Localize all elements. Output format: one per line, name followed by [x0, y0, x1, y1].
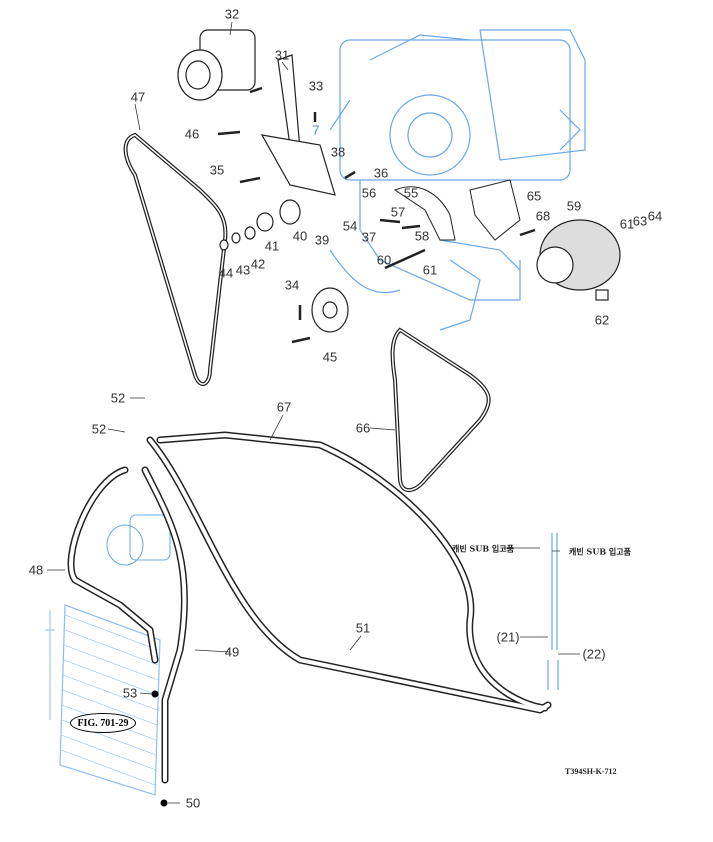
- part-label: 54: [342, 218, 358, 234]
- compressor-illustration: [177, 29, 336, 196]
- part-label: 43: [235, 262, 251, 278]
- part-label: 57: [390, 204, 406, 220]
- part-label: 46: [184, 126, 200, 142]
- part-label: 61: [422, 262, 438, 278]
- engine-illustration: [329, 29, 586, 331]
- part-label: 49: [224, 644, 240, 660]
- condenser-illustration: [45, 604, 161, 796]
- belt-66: [390, 327, 491, 493]
- part-label: 61: [619, 216, 635, 232]
- part-label: 65: [526, 188, 542, 204]
- note-cabin-sub-left: 캐빈 SUB 입고품: [452, 543, 514, 554]
- part-label: 44: [218, 265, 234, 281]
- note-cabin-sub-right: 캐빈 SUB 입고품: [569, 546, 631, 557]
- part-label: 38: [330, 144, 346, 160]
- part-label: 60: [376, 252, 392, 268]
- ref-22: (22): [582, 646, 606, 662]
- part-label: 64: [647, 208, 663, 224]
- part-label: 66: [355, 420, 371, 436]
- part-label: 68: [535, 208, 551, 224]
- belt-47-inner: [124, 134, 227, 385]
- compressor-lower: [106, 514, 171, 566]
- pulleys: [219, 199, 349, 333]
- part-label: 56: [361, 185, 377, 201]
- part-label: 47: [130, 89, 146, 105]
- part-label: 67: [276, 399, 292, 415]
- part-label: 52: [110, 390, 126, 406]
- part-label: 32: [224, 6, 240, 22]
- hoses: [67, 431, 552, 784]
- part-label: 63: [632, 213, 648, 229]
- figure-reference[interactable]: FIG. 701-29: [70, 713, 136, 733]
- cabin-pipes: [547, 533, 559, 690]
- part-label: 36: [373, 165, 389, 181]
- part-label: 58: [414, 228, 430, 244]
- part-label: 62: [594, 312, 610, 328]
- part-label: 40: [292, 228, 308, 244]
- part-label: 31: [274, 47, 290, 63]
- part-label: 55: [403, 185, 419, 201]
- part-label: 33: [308, 78, 324, 94]
- part-label: 48: [28, 562, 44, 578]
- part-label: 34: [284, 277, 300, 293]
- part-label: 59: [566, 198, 582, 214]
- part-label: 50: [185, 795, 201, 811]
- part-label: 37: [361, 229, 377, 245]
- alternator-illustration: [536, 219, 621, 301]
- ref-21: (21): [496, 629, 520, 645]
- part-label: 42: [250, 256, 266, 272]
- part-label: 7: [312, 122, 320, 138]
- part-label: 35: [209, 162, 225, 178]
- part-label: 41: [264, 238, 280, 254]
- part-label: 39: [314, 232, 330, 248]
- drawing-code: T394SH-K-712: [565, 767, 617, 776]
- bolts: [217, 86, 536, 344]
- part-label: 52: [91, 421, 107, 437]
- part-label: 45: [322, 349, 338, 365]
- part-label: 51: [355, 620, 371, 636]
- part-label: 53: [122, 685, 138, 701]
